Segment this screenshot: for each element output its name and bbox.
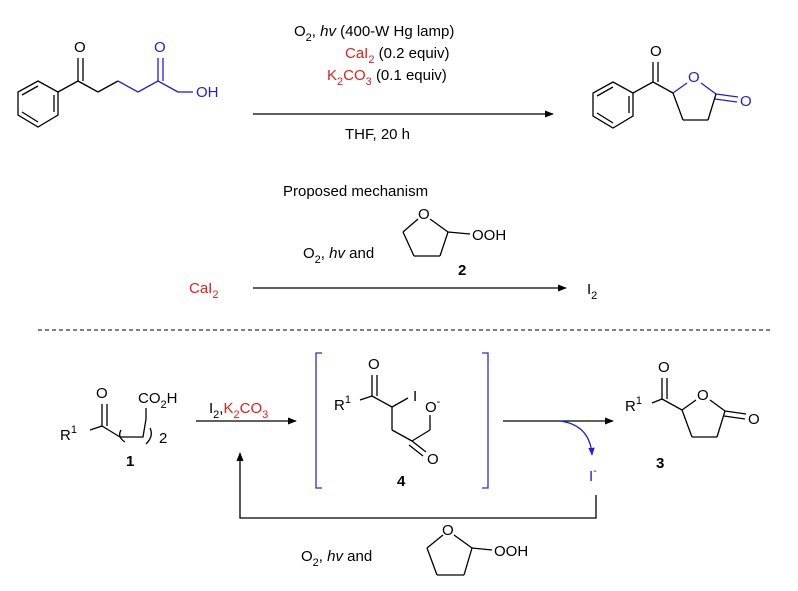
int4-carbonyl-o: O [427, 451, 439, 468]
condition-solvent-time: THF, 20 h [345, 126, 410, 143]
step1-conditions: O2, hv and [303, 245, 374, 266]
bracket-right [482, 352, 489, 489]
int4-r1: R1 [334, 394, 351, 414]
int4-carboxylate-o: O- [425, 396, 441, 416]
product3-ring-o: O [697, 387, 709, 404]
condition-line-3: K2CO3 (0.1 equiv) [327, 67, 447, 88]
compound-number-1: 1 [126, 453, 134, 470]
product3-ketone-o: O [658, 359, 670, 376]
substrate-ketone-o: O [74, 39, 86, 56]
compound-number-3: 3 [656, 455, 664, 472]
regeneration-conditions: O2, hv and [301, 548, 372, 569]
condition-line-1: O2, hv (400-W Hg lamp) [294, 23, 454, 44]
product3-r1: R1 [625, 395, 642, 415]
arrow1-reagents: I2,K2CO3 [209, 400, 268, 421]
iodide-ion: I- [589, 465, 597, 485]
product-structure [592, 62, 739, 129]
substrate-acid-o: O [154, 39, 166, 56]
product-ketone-o: O [650, 43, 662, 60]
thf-regen-ring-o: O [442, 522, 454, 539]
compound1-o: O [96, 385, 108, 402]
thf-hydroperoxide-2 [402, 218, 471, 257]
compound1-co2h: CO2H [138, 390, 177, 411]
product-3-structure [651, 378, 747, 438]
step1-cai2: CaI2 [189, 280, 218, 301]
mechanism-heading: Proposed mechanism [283, 183, 428, 200]
compound-number-4: 4 [397, 473, 406, 490]
thf-hydroperoxide-regen [426, 534, 493, 576]
thf-regen-ooh: OOH [494, 543, 528, 560]
intermediate-4-structure [359, 375, 431, 457]
int4-ketone-o: O [368, 356, 380, 373]
int4-iodo: I [413, 388, 417, 405]
product-carbonyl-o: O [740, 93, 752, 110]
compound-1-structure [89, 404, 152, 445]
iodide-release-arrow [559, 420, 595, 456]
product-ring-o: O [688, 69, 700, 86]
iodide-recycle-arrow [236, 452, 597, 519]
thf2-ring-o: O [418, 206, 430, 223]
substrate-structure [17, 58, 193, 128]
compound-number-2: 2 [458, 262, 466, 279]
bracket-left [315, 352, 322, 489]
condition-line-2: CaI2 (0.2 equiv) [345, 45, 450, 66]
product3-carbonyl-o: O [748, 411, 760, 428]
compound1-n2: 2 [159, 430, 167, 447]
substrate-oh: OH [196, 84, 219, 101]
step1-i2: I2 [587, 281, 597, 302]
thf2-ooh: OOH [472, 227, 506, 244]
compound1-r1: R1 [60, 424, 77, 444]
